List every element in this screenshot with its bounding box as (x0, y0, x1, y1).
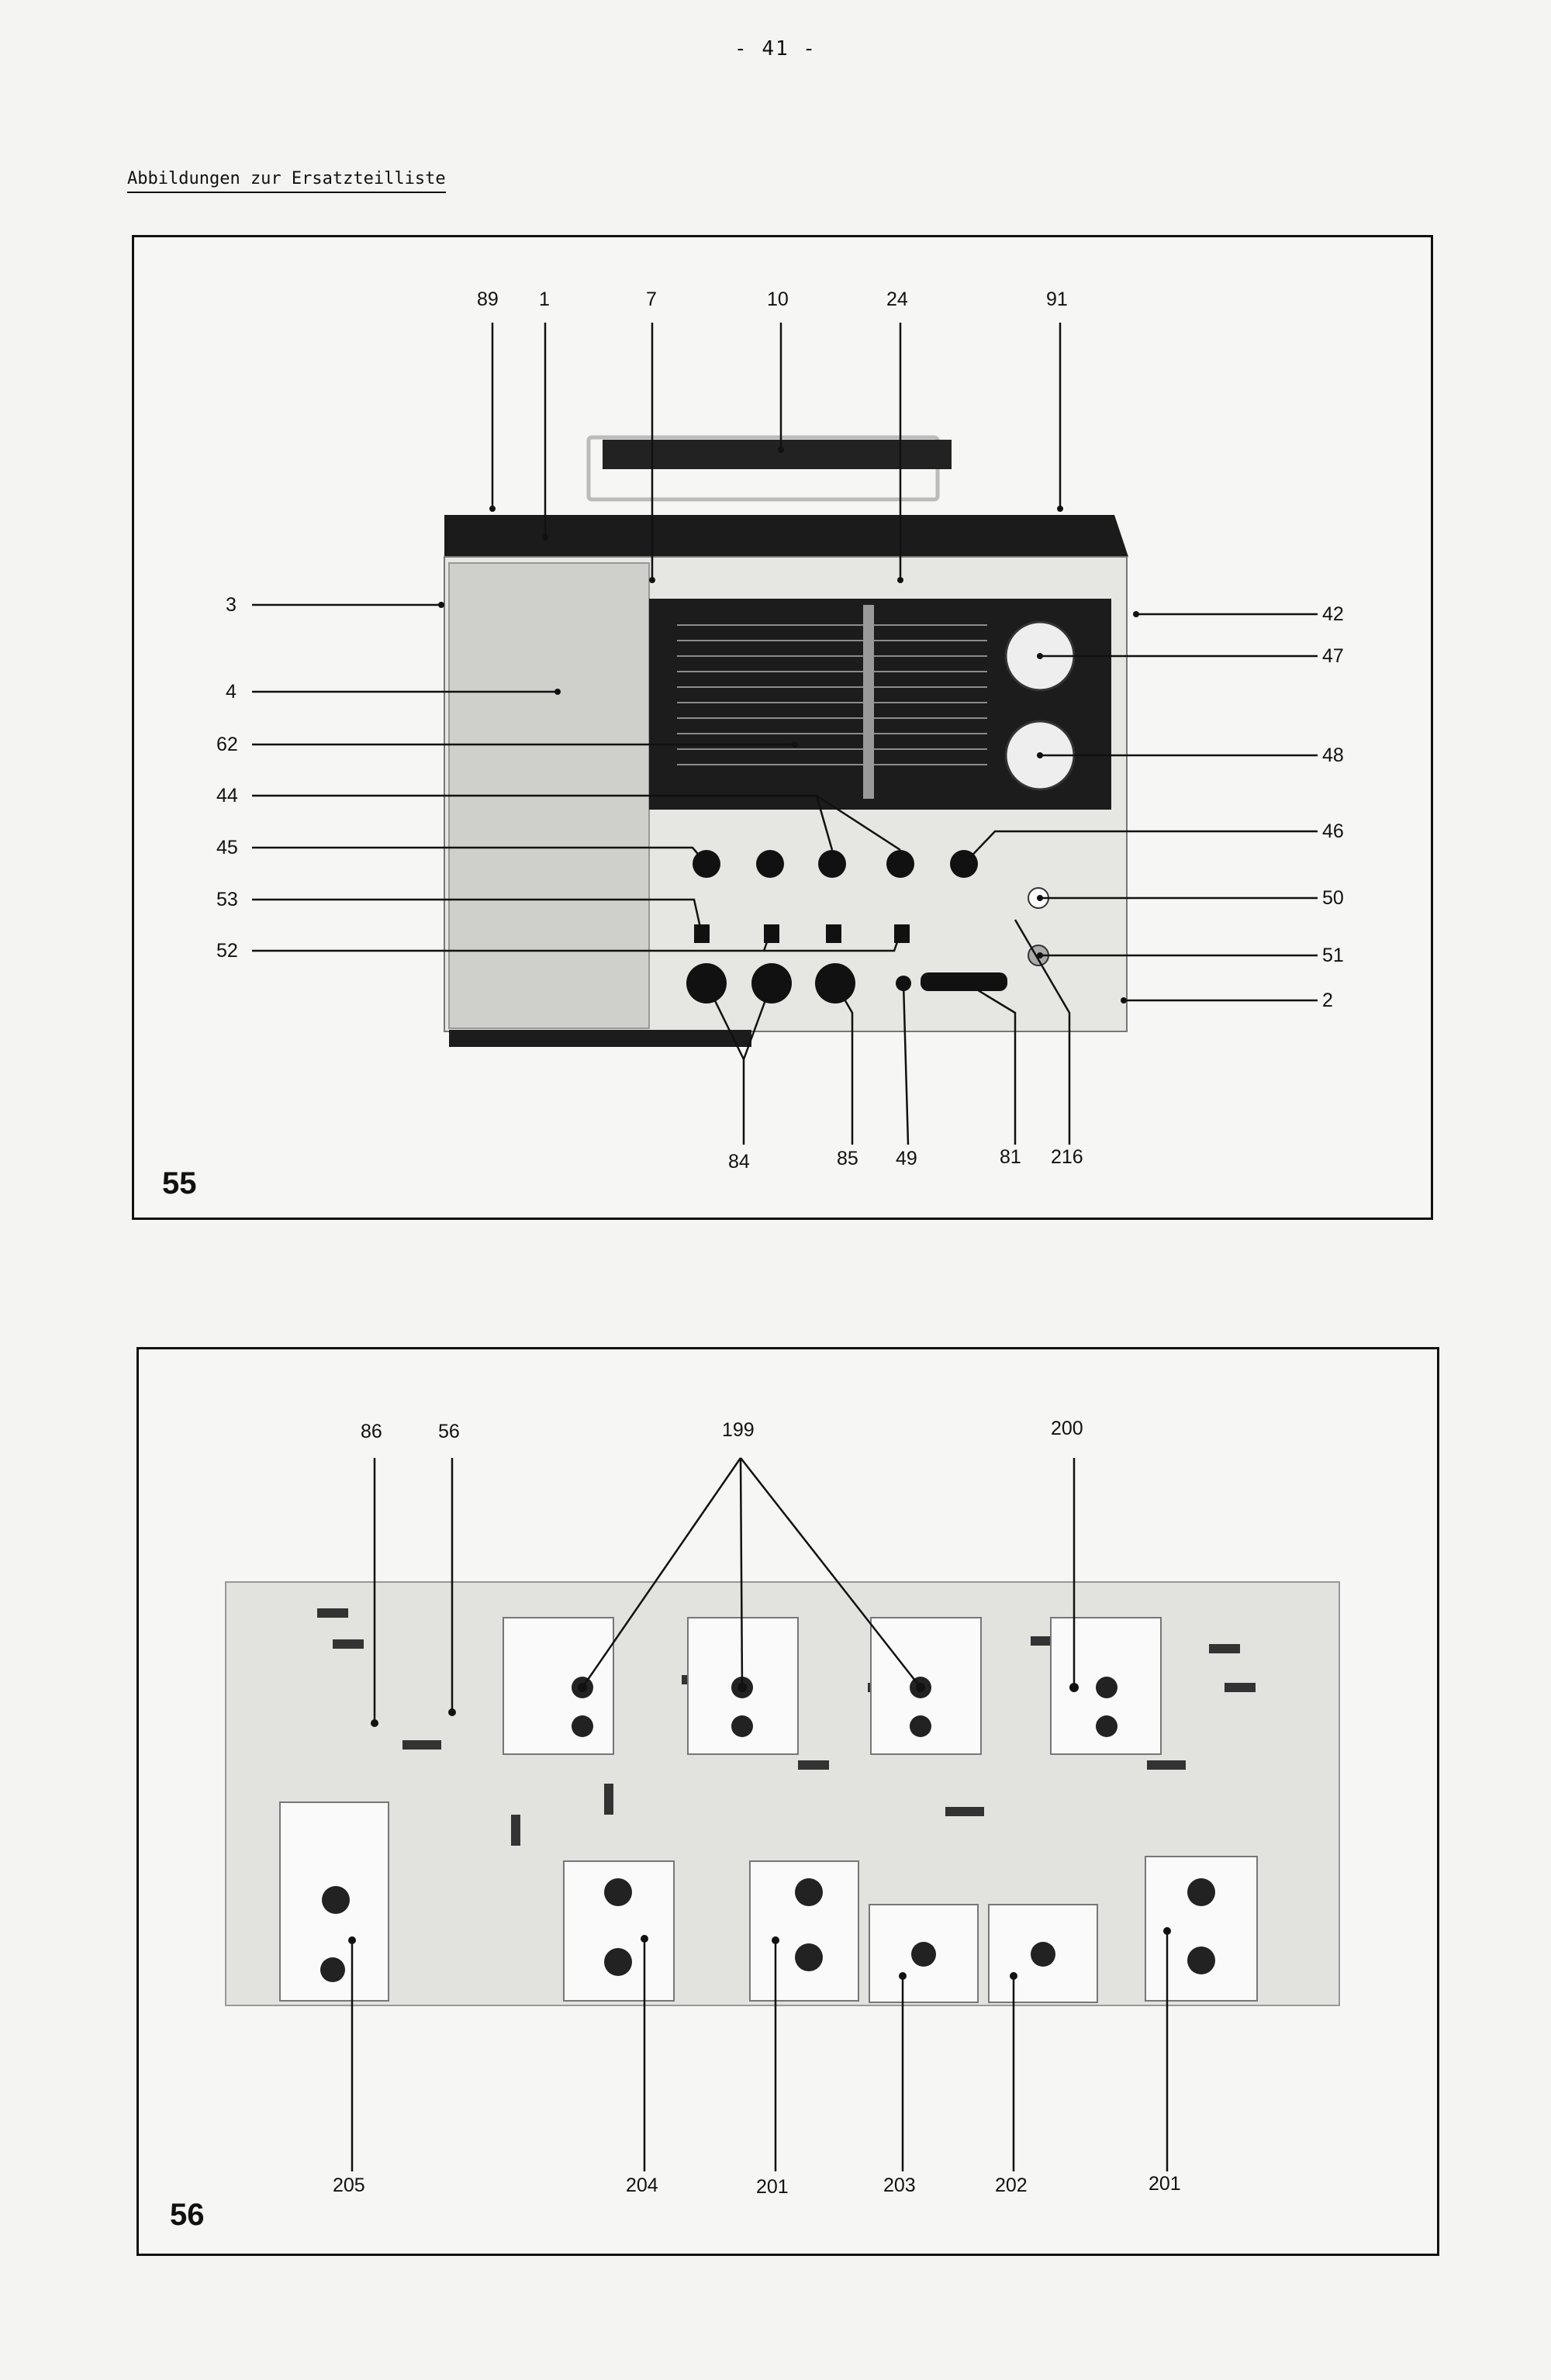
callout-bottom: 201 (1149, 2173, 1181, 2195)
callout-right: 2 (1322, 990, 1333, 1011)
callout-bottom: 85 (837, 1148, 858, 1169)
callout-bottom: 205 (333, 2174, 365, 2196)
radio-illustration (252, 323, 1318, 1145)
circuit-board-illustration (225, 1457, 1340, 2171)
callout-right: 48 (1322, 744, 1344, 766)
callout-top: 91 (1046, 288, 1068, 310)
callout-top: 56 (438, 1421, 460, 1442)
callout-top: 86 (361, 1421, 382, 1442)
callout-top: 89 (477, 288, 499, 310)
callout-bottom: 203 (883, 2174, 916, 2196)
callout-left: 3 (226, 594, 237, 616)
callout-right: 46 (1322, 820, 1344, 842)
section-title: Abbildungen zur Ersatzteilliste (127, 169, 446, 193)
figure-number: 56 (170, 2198, 205, 2232)
callout-top: 7 (646, 288, 657, 310)
callout-left: 45 (216, 837, 238, 858)
callout-bottom: 49 (896, 1148, 917, 1169)
callout-left: 53 (216, 889, 238, 910)
callout-top: 200 (1051, 1418, 1083, 1439)
callout-right: 51 (1322, 945, 1344, 966)
callout-top: 199 (722, 1419, 755, 1441)
callout-bottom: 202 (995, 2174, 1028, 2196)
callout-bottom: 216 (1051, 1146, 1083, 1168)
callout-bottom: 201 (756, 2176, 789, 2198)
callout-left: 44 (216, 785, 238, 807)
figure-55: 89 1 7 10 24 91 3 4 62 44 45 53 52 42 47… (132, 235, 1433, 1220)
figure-56: 86 56 199 200 205 204 201 203 202 201 56 (136, 1347, 1439, 2256)
callout-right: 42 (1322, 603, 1344, 625)
callout-top: 24 (886, 288, 908, 310)
page-number: - 41 - (734, 37, 817, 60)
callout-right: 50 (1322, 887, 1344, 909)
figure-number: 55 (162, 1166, 197, 1200)
callout-left: 52 (216, 940, 238, 962)
callout-top: 1 (539, 288, 550, 310)
callout-left: 4 (226, 681, 237, 703)
callout-left: 62 (216, 734, 238, 755)
callout-right: 47 (1322, 645, 1344, 667)
callout-bottom: 81 (1000, 1146, 1021, 1168)
callout-top: 10 (767, 288, 789, 310)
callout-bottom: 84 (728, 1151, 750, 1173)
callout-bottom: 204 (626, 2174, 658, 2196)
